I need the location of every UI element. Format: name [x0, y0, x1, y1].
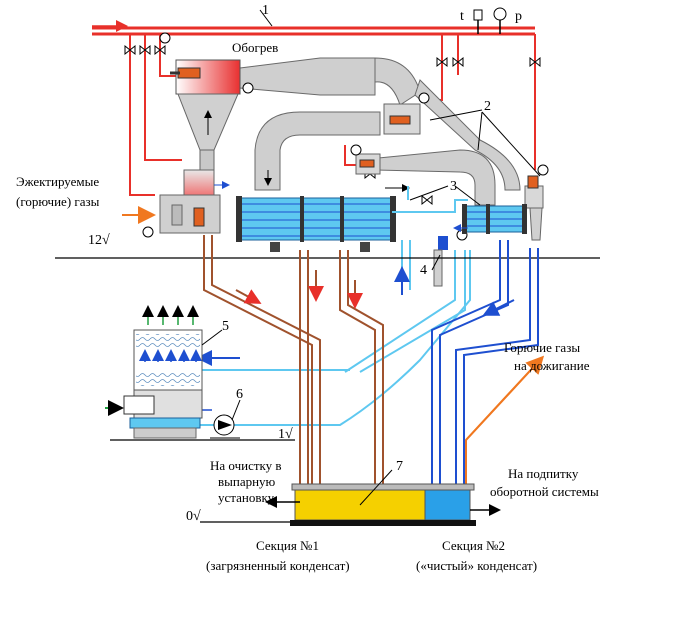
label-ejected-1: Эжектируемые: [16, 174, 99, 189]
small-heat-exchanger: [433, 204, 527, 287]
label-feed-2: оборотной системы: [490, 484, 599, 499]
label-level-1: 1√: [278, 427, 293, 442]
condensate-lines: [203, 235, 545, 488]
label-evap-2: выпарную: [218, 474, 276, 489]
condensate-tank: [265, 469, 501, 526]
label-sec2-1: Секция №2: [442, 538, 505, 553]
label-5: 5: [222, 319, 229, 334]
main-heat-exchanger: [236, 170, 410, 252]
label-p: p: [515, 9, 522, 24]
valve-icons: [124, 44, 541, 206]
label-obogrev: Обогрев: [232, 40, 278, 55]
label-burn-2: на дожигание: [514, 358, 590, 373]
gas-ducts: [239, 57, 521, 206]
label-sec1-2: (загрязненный конденсат): [206, 558, 350, 573]
label-7: 7: [396, 459, 403, 474]
label-4: 4: [420, 263, 427, 278]
label-burn-1: Горючие газы: [504, 340, 580, 355]
cooling-tower: [123, 305, 203, 439]
label-evap-3: установку: [218, 490, 275, 505]
label-t: t: [460, 9, 464, 24]
label-sec1-1: Секция №1: [256, 538, 319, 553]
ejector-unit-2: [355, 103, 544, 241]
label-1: 1: [262, 3, 269, 18]
gauge-icons: [142, 32, 549, 241]
label-level-0: 0√: [186, 509, 201, 524]
ejector-unit: [122, 59, 241, 234]
label-3: 3: [450, 179, 457, 194]
label-6: 6: [236, 387, 243, 402]
label-level-12: 12√: [88, 233, 110, 248]
label-evap-1: На очистку в: [210, 458, 282, 473]
label-sec2-2: («чистый» конденсат): [416, 558, 537, 573]
label-2: 2: [484, 99, 491, 114]
label-ejected-2: (горючие) газы: [16, 194, 100, 209]
leader-lines: [201, 109, 541, 421]
label-feed-1: На подпитку: [508, 466, 579, 481]
